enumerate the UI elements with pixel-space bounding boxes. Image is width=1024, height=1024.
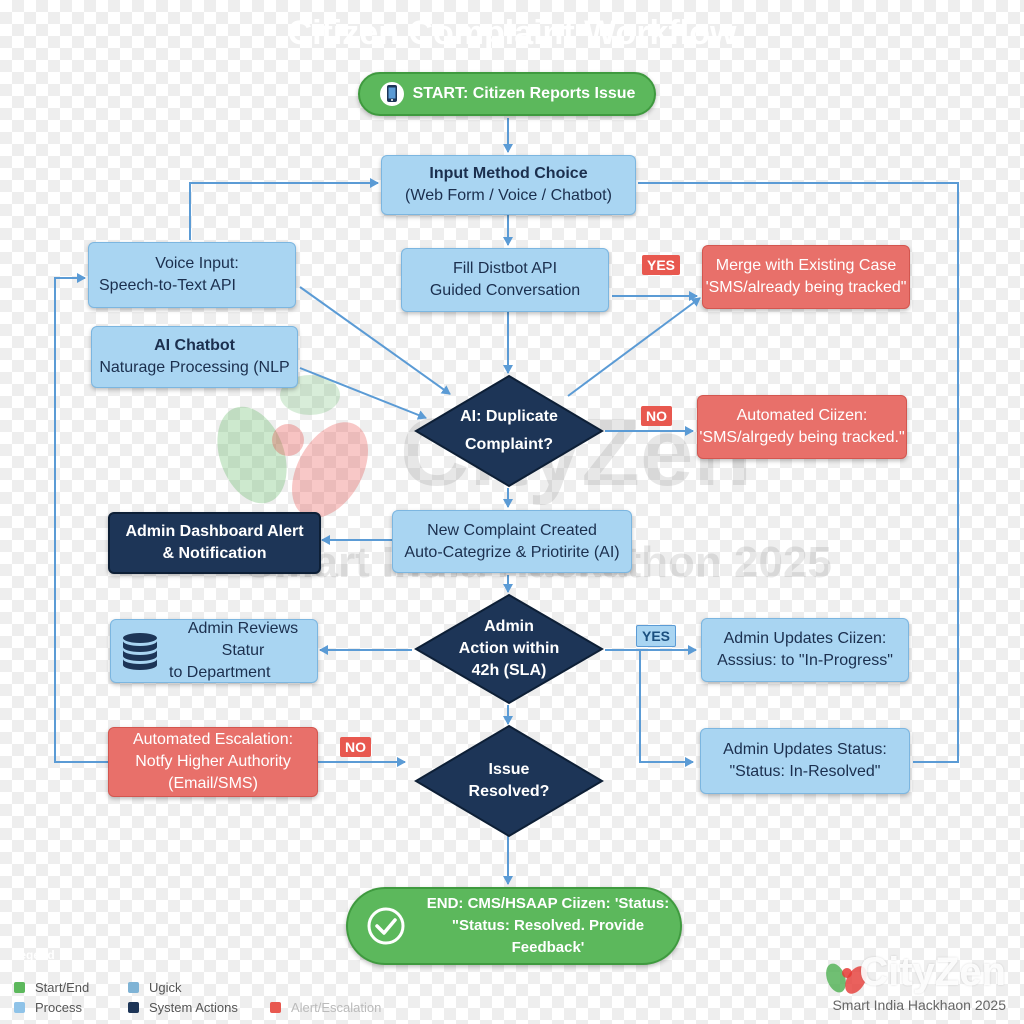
merge-title: Merge with Existing Case [715, 257, 897, 274]
yes-badge-sla: YES [636, 625, 677, 647]
sla-line2: Action within [458, 640, 560, 657]
legend-item-process: Process [14, 1000, 82, 1015]
footer-brand-event: Smart India Hackhaon 2025 [832, 997, 1006, 1013]
diagram-title: Citizen Complaint Workflow [287, 14, 737, 52]
escalation-line1: Automated Escalation: [132, 731, 294, 748]
escalation-node: Automated Escalation: Notfy Higher Autho… [108, 727, 318, 797]
admin-updates-progress-title: Admin Updates Ciizen: [723, 630, 887, 647]
admin-updates-progress-subtitle: Asssius: to "In-Progress" [717, 652, 893, 669]
end-line2: "Status: Resolved. Provide Feedback' [451, 917, 645, 956]
legend-swatch [128, 982, 139, 993]
legend-title: Legend [12, 948, 55, 962]
input-method-subtitle: (Web Form / Voice / Chatbot) [405, 187, 612, 204]
admin-updates-resolved-node: Admin Updates Status: "Status: In-Resolv… [700, 728, 910, 794]
sla-decision: Admin Action within 42h (SLA) [414, 593, 604, 705]
brand-logo-icon [826, 963, 867, 994]
legend-label: Start/End [35, 980, 90, 995]
legend-label: System Actions [149, 1000, 238, 1015]
escalation-line3: (Email/SMS) [168, 775, 258, 792]
duplicate-line1: AI: Duplicate [460, 408, 558, 425]
end-line1: END: CMS/HSAAP Ciizen: 'Status: [426, 895, 670, 912]
voice-input-subtitle: Speech-to-Text API [99, 277, 236, 294]
resolved-line1: Issue [488, 761, 530, 778]
admin-alert-node: Admin Dashboard Alert & Notification [108, 512, 321, 574]
legend-swatch [14, 982, 25, 993]
automated-citizen-node: Automated Ciizen: 'SMS/alrgedy being tra… [697, 395, 907, 459]
no-badge-resolved: NO [340, 737, 371, 757]
database-icon [123, 633, 157, 670]
legend-label: Process [35, 1000, 82, 1015]
input-method-title: Input Method Choice [429, 165, 588, 182]
footer-brand-name: CityZen [859, 950, 1006, 994]
legend-item-system-actions: System Actions [128, 1000, 238, 1015]
admin-alert-subtitle: & Notification [162, 545, 267, 562]
yes-badge-merge: YES [642, 255, 681, 275]
check-circle-icon [367, 907, 405, 945]
phone-report-icon [379, 82, 404, 106]
admin-updates-progress-node: Admin Updates Ciizen: Asssius: to "In-Pr… [701, 618, 909, 682]
admin-updates-resolved-title: Admin Updates Status: [723, 741, 887, 758]
new-complaint-subtitle: Auto-Categrize & Priotirite (AI) [404, 543, 620, 561]
duplicate-decision: AI: Duplicate Complaint? [414, 374, 604, 488]
admin-reviews-subtitle: to Department [169, 664, 271, 681]
admin-reviews-node: Admin Reviews Statur to Department [110, 619, 318, 683]
admin-alert-title: Admin Dashboard Alert [125, 523, 304, 540]
legend-item-ugick: Ugick [128, 980, 182, 995]
ai-chatbot-title: AI Chatbot [154, 337, 235, 354]
start-node: START: Citizen Reports Issue [358, 72, 656, 116]
voice-input-node: Voice Input: Speech-to-Text API [88, 242, 296, 308]
admin-reviews-title: Admin Reviews Statur [187, 620, 299, 659]
legend-item-start-end: Start/End [14, 980, 89, 995]
merge-subtitle: 'SMS/already being tracked" [705, 279, 907, 296]
end-node: END: CMS/HSAAP Ciizen: 'Status: "Status:… [346, 887, 682, 965]
start-label: START: Citizen Reports Issue [412, 85, 636, 102]
fill-bot-node: Fill Distbot API Guided Conversation [401, 248, 609, 312]
resolved-line2: Resolved? [468, 783, 550, 800]
admin-updates-resolved-subtitle: "Status: In-Resolved" [729, 763, 881, 780]
automated-citizen-title: Automated Ciizen: [736, 407, 868, 424]
sla-line3: 42h (SLA) [471, 662, 547, 679]
merge-case-node: Merge with Existing Case 'SMS/already be… [702, 245, 910, 309]
legend-swatch [128, 1002, 139, 1013]
ai-chatbot-node: AI Chatbot Naturage Processing (NLP [91, 326, 298, 388]
escalation-line2: Notfy Higher Authority [135, 753, 291, 770]
footer-brand: CityZen Smart India Hackhaon 2025 [832, 950, 1006, 1013]
resolved-decision: Issue Resolved? [414, 724, 604, 838]
legend: Legend [12, 948, 55, 982]
duplicate-line2: Complaint? [465, 436, 553, 453]
fill-bot-subtitle: Guided Conversation [429, 282, 581, 299]
legend-label: Ugick [149, 980, 182, 995]
fill-bot-title: Fill Distbot API [452, 260, 558, 277]
input-method-node: Input Method Choice (Web Form / Voice / … [381, 155, 636, 215]
automated-citizen-subtitle: 'SMS/alrgedy being tracked." [699, 429, 905, 446]
new-complaint-node: New Complaint Created Auto-Categrize & P… [392, 510, 632, 573]
voice-input-title: Voice Input: [155, 255, 239, 272]
new-complaint-title: New Complaint Created [427, 521, 597, 539]
sla-line1: Admin [484, 618, 534, 635]
legend-label: Alert/Escalation [291, 1000, 382, 1015]
legend-item-alert: Alert/Escalation [270, 1000, 381, 1015]
ai-chatbot-subtitle: Naturage Processing (NLP [99, 359, 290, 376]
no-badge-duplicate: NO [641, 406, 672, 426]
legend-swatch [270, 1002, 281, 1013]
legend-swatch [14, 1002, 25, 1013]
